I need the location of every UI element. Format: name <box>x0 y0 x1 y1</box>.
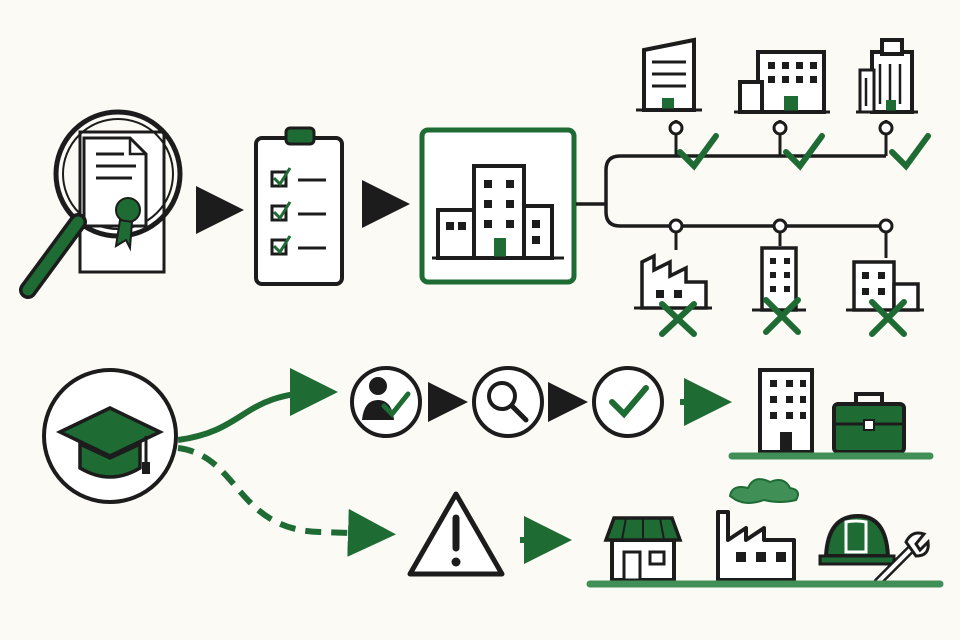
small-building-icon <box>846 260 924 312</box>
check-icon <box>783 133 825 171</box>
warning-icon <box>407 491 505 577</box>
office-building-icon <box>419 127 577 285</box>
alternative-path <box>177 445 396 557</box>
magnifier-certificate-icon <box>19 109 183 299</box>
cross-icon <box>869 299 907 337</box>
check-icon <box>889 133 931 171</box>
briefcase-icon <box>832 392 906 454</box>
approval-pin <box>668 120 894 156</box>
office-tower-icon <box>636 37 702 112</box>
office-building-icon <box>758 368 814 454</box>
rejection-pin <box>668 218 894 258</box>
hard-hat-wrench-icon <box>818 513 930 587</box>
branch-connector <box>576 154 886 228</box>
factory-icon <box>634 253 712 310</box>
search-icon <box>472 366 544 438</box>
cross-icon <box>659 301 697 337</box>
success-path <box>177 368 338 443</box>
person-check-icon <box>350 366 422 438</box>
office-building-icon <box>734 50 830 114</box>
checkmark-circle-icon <box>592 366 664 438</box>
factory-icon <box>716 478 799 582</box>
shop-icon <box>603 516 683 582</box>
check-icon <box>677 133 719 171</box>
skyscraper-icon <box>856 38 918 114</box>
checklist-clipboard-icon <box>254 126 344 286</box>
graduation-cap-icon <box>42 368 178 504</box>
cross-icon <box>763 297 801 335</box>
